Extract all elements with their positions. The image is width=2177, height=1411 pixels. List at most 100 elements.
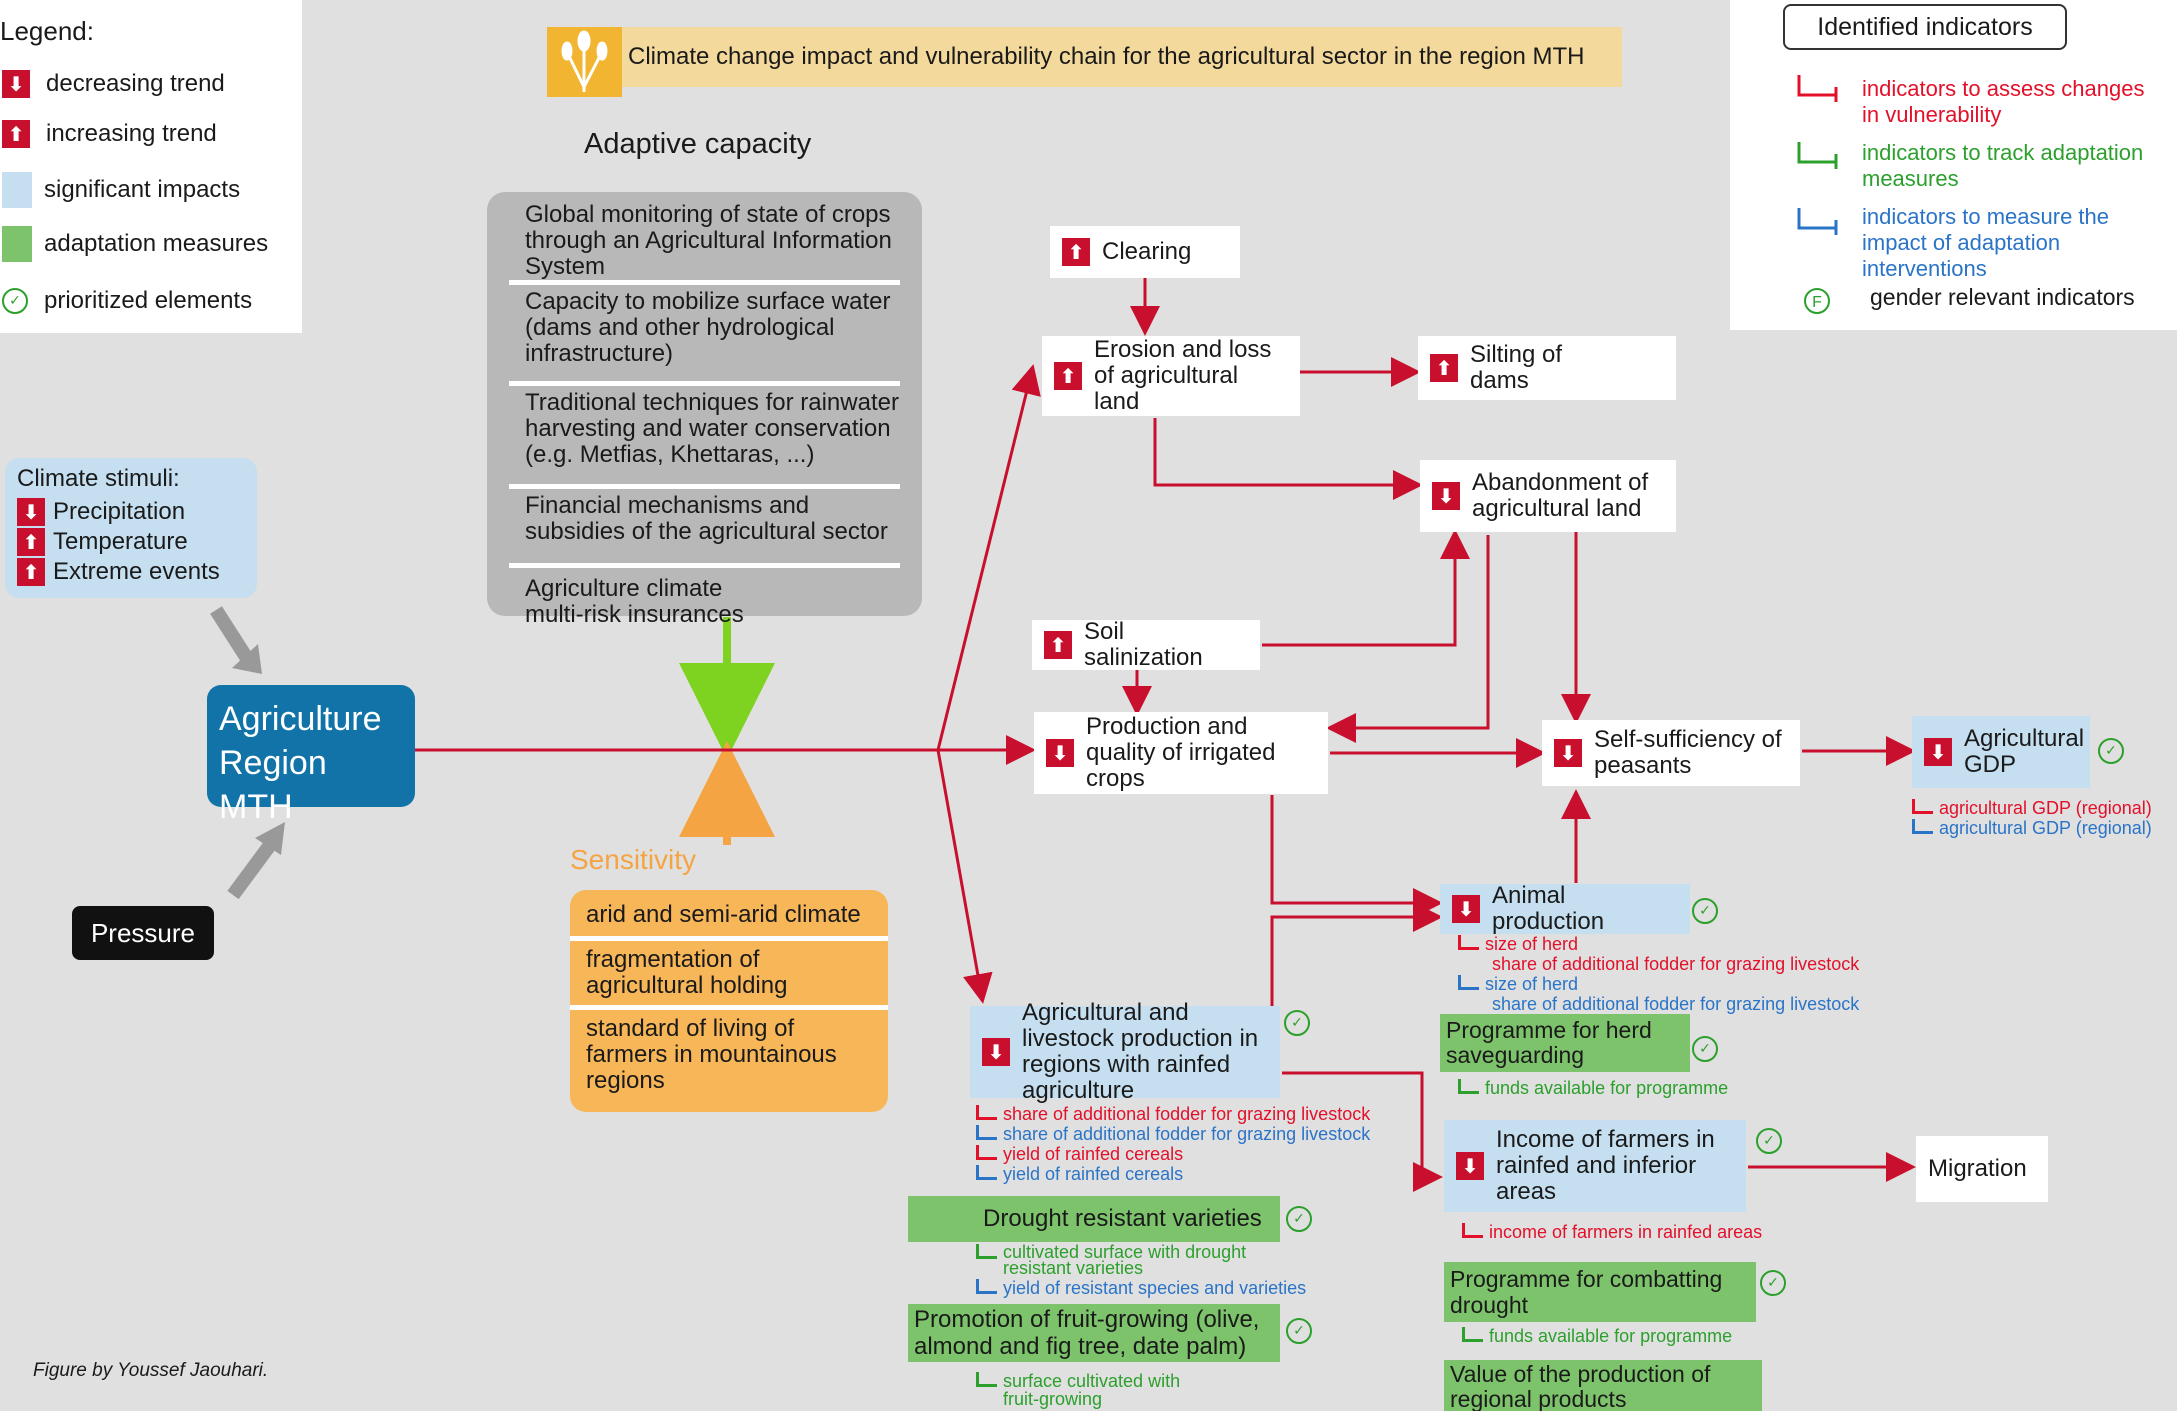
down-arrow-icon: ⬇ <box>1452 895 1480 923</box>
down-arrow-icon: ⬇ <box>1554 739 1582 767</box>
indicator-type-gender: gender relevant indicators <box>1870 284 2135 310</box>
sensitivity-item: fragmentation of agricultural holding <box>570 941 888 1010</box>
adaptive-item: Traditional techniques for rainwater har… <box>509 386 900 489</box>
up-arrow-icon: ⬆ <box>1054 362 1082 390</box>
measure-regional-products: Value of the production of regional prod… <box>1444 1360 1762 1411</box>
indicators-panel: Identified indicators indicators to asse… <box>1730 0 2177 330</box>
down-arrow-icon: ⬇ <box>982 1038 1010 1066</box>
up-arrow-icon: ⬆ <box>2 120 30 148</box>
node-rainfed: ⬇Agricultural and livestock production i… <box>970 1000 1280 1104</box>
node-silting: ⬆Silting of dams <box>1418 336 1676 400</box>
indicator-type-adaptation: indicators to track adaptation measures <box>1862 140 2144 191</box>
measure-swatch <box>2 226 32 262</box>
pressure-box: Pressure <box>72 906 214 960</box>
check-circle-icon: ✓ <box>1286 1206 1312 1232</box>
adaptive-capacity-title: Adaptive capacity <box>584 128 812 160</box>
indicator-animal-impact: share of additional fodder for grazing l… <box>1492 994 1860 1014</box>
line-main-rainfed <box>936 749 993 1004</box>
down-arrow-icon: ⬇ <box>1456 1152 1484 1180</box>
gender-icon: F <box>1804 288 1830 314</box>
check-circle-icon: ✓ <box>1692 1036 1718 1062</box>
check-circle-icon: ✓ <box>1284 1010 1310 1036</box>
stimulus-precipitation: ⬇Precipitation <box>17 498 257 526</box>
indicator-animal-impact: size of herd <box>1458 974 1578 994</box>
adaptive-item: Capacity to mobilize surface water (dams… <box>509 285 900 386</box>
indicator-bracket-icons <box>1797 75 1838 235</box>
legend-item-measures: adaptation measures <box>2 226 268 262</box>
gray-arrow-climate <box>210 606 262 674</box>
node-income: ⬇Income of farmers in rainfed and inferi… <box>1444 1120 1746 1212</box>
line-rainfed-income <box>1282 1071 1443 1192</box>
down-arrow-icon: ⬇ <box>2 70 30 98</box>
legend-item-prioritized: ✓prioritized elements <box>2 288 252 314</box>
sensitivity-item: arid and semi-arid climate <box>570 896 888 941</box>
down-arrow-icon: ⬇ <box>1046 739 1074 767</box>
node-migration: Migration <box>1916 1136 2048 1202</box>
measure-fruit-growing: Promotion of fruit-growing (olive, almon… <box>908 1304 1280 1362</box>
legend-panel: Legend: ⬇decreasing trend ⬆increasing tr… <box>0 0 302 333</box>
indicator-rainfed-impact: yield of rainfed cereals <box>976 1164 1183 1184</box>
node-erosion: ⬆Erosion and loss of agricultural land <box>1042 336 1300 416</box>
check-circle-icon: ✓ <box>2098 738 2124 764</box>
down-arrow-icon: ⬇ <box>1432 482 1460 510</box>
indicator-gdp-vulnerability: agricultural GDP (regional) <box>1912 798 2152 818</box>
adaptive-capacity-box: Global monitoring of state of crops thro… <box>487 192 922 628</box>
node-animal-production: ⬇Animal production <box>1440 883 1690 935</box>
diagram-title: Climate change impact and vulnerability … <box>622 27 1622 87</box>
wheat-icon <box>547 27 622 97</box>
legend-title: Legend: <box>0 16 94 46</box>
indicator-combat-adaptation: funds available for programme <box>1462 1326 1732 1346</box>
line-production-animal <box>1270 795 1443 918</box>
check-circle-icon: ✓ <box>1760 1270 1786 1296</box>
indicator-drought-adaptation: cultivated surface with drought resistan… <box>976 1243 1273 1277</box>
node-salinization: ⬆Soil salinization <box>1032 619 1260 671</box>
up-arrow-icon: ⬆ <box>1430 354 1458 382</box>
climate-stimuli-title: Climate stimuli: <box>17 465 180 492</box>
adaptive-item: Global monitoring of state of crops thro… <box>509 198 900 285</box>
indicator-herd-adaptation: funds available for programme <box>1458 1078 1728 1098</box>
indicator-type-impact: indicators to measure the impact of adap… <box>1862 204 2110 281</box>
line-main-erosion <box>936 364 1041 751</box>
indicator-rainfed-impact: share of additional fodder for grazing l… <box>976 1124 1370 1144</box>
check-circle-icon: ✓ <box>1756 1128 1782 1154</box>
stimulus-temperature: ⬆Temperature <box>17 528 257 556</box>
measure-herd: Programme for herd saveguarding <box>1440 1014 1690 1072</box>
down-arrow-icon: ⬇ <box>17 498 45 526</box>
legend-item-increasing: ⬆increasing trend <box>2 120 217 148</box>
node-production: ⬇Production and quality of irrigated cro… <box>1034 712 1328 794</box>
gray-arrow-pressure <box>227 822 285 900</box>
node-gdp: ⬇Agricultural GDP <box>1912 716 2090 788</box>
indicator-animal-vulnerability: size of herd <box>1458 934 1578 954</box>
node-self-sufficiency: ⬇Self-sufficiency of peasants <box>1542 720 1800 786</box>
indicator-fruit-adaptation: surface cultivated with fruit-growing <box>976 1372 1203 1408</box>
up-arrow-icon: ⬆ <box>1062 238 1090 266</box>
line-salinization-abandonment <box>1262 529 1470 647</box>
indicator-drought-impact: yield of resistant species and varieties <box>976 1278 1306 1298</box>
line-rainfed-animal <box>1270 902 1443 1020</box>
up-arrow-icon: ⬆ <box>17 558 45 586</box>
up-arrow-icon: ⬆ <box>17 528 45 556</box>
adaptive-item: Financial mechanisms and subsidies of th… <box>509 489 900 568</box>
check-circle-icon: ✓ <box>1692 898 1718 924</box>
node-clearing: ⬆Clearing <box>1050 226 1240 278</box>
down-arrow-icon: ⬇ <box>1924 738 1952 766</box>
up-arrow-icon: ⬆ <box>1044 631 1072 659</box>
figure-credit: Figure by Youssef Jaouhari. <box>33 1360 269 1381</box>
indicator-animal-vulnerability: share of additional fodder for grazing l… <box>1492 954 1860 974</box>
impact-swatch <box>2 172 32 208</box>
indicators-title: Identified indicators <box>1783 4 2067 50</box>
node-abandonment: ⬇Abandonment of agricultural land <box>1420 460 1676 532</box>
measure-combat-drought: Programme for combatting drought <box>1444 1262 1756 1322</box>
legend-item-decreasing: ⬇decreasing trend <box>2 70 225 98</box>
indicator-rainfed-vulnerability: yield of rainfed cereals <box>976 1144 1183 1164</box>
indicator-rainfed-vulnerability: share of additional fodder for grazing l… <box>976 1104 1370 1124</box>
sensitivity-title: Sensitivity <box>570 844 697 875</box>
indicator-gdp-impact: agricultural GDP (regional) <box>1912 818 2152 838</box>
climate-stimuli-box: Climate stimuli: ⬇Precipitation ⬆Tempera… <box>5 458 257 598</box>
main-node: Agriculture Region MTH <box>207 685 415 826</box>
check-circle-icon: ✓ <box>2 288 28 314</box>
sensitivity-box: arid and semi-arid climate fragmentation… <box>570 890 888 1112</box>
check-circle-icon: ✓ <box>1286 1318 1312 1344</box>
